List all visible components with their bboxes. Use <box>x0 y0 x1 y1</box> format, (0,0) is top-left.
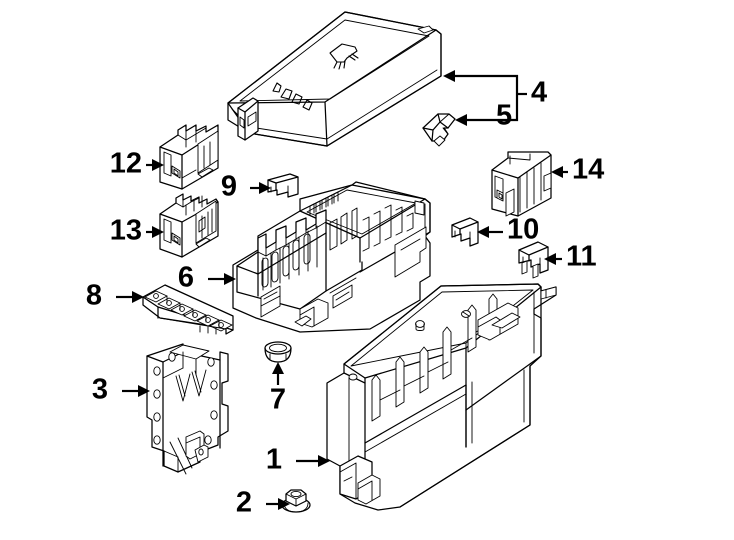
callout-13[interactable]: 13 <box>110 215 164 247</box>
part-relay-connector-upper <box>159 124 219 190</box>
callout-2-label: 2 <box>236 487 252 519</box>
callout-13-arrowhead <box>152 226 164 238</box>
callout-5-label: 5 <box>496 100 512 132</box>
callout-3-label: 3 <box>92 374 108 406</box>
callout-8[interactable]: 8 <box>86 280 144 312</box>
part-blade-fuse-medium <box>451 217 479 247</box>
callout-8-label: 8 <box>86 280 102 312</box>
callout-10-arrowhead <box>477 226 489 238</box>
callout-5-arrowhead <box>455 114 467 126</box>
part-mounting-bracket <box>146 343 229 475</box>
callout-2[interactable]: 2 <box>236 487 290 519</box>
callout-7[interactable]: 7 <box>270 362 286 416</box>
part-flange-nut <box>281 489 311 513</box>
part-fuse-box-upper-cover <box>227 11 442 147</box>
callout-14-label: 14 <box>572 154 604 186</box>
callout-4-leader <box>455 74 519 122</box>
callout-5[interactable]: 5 <box>455 100 512 132</box>
part-relay-module <box>491 151 552 217</box>
callout-11[interactable]: 11 <box>544 241 597 273</box>
part-rubber-grommet-plug <box>264 341 292 363</box>
callout-9[interactable]: 9 <box>221 171 271 203</box>
part-fuse-block-carrier <box>232 181 431 333</box>
cover-embossed-side-marks <box>272 82 313 111</box>
callout-6-label: 6 <box>178 262 194 294</box>
callout-4-arrowhead <box>443 70 455 82</box>
callout-11-arrowhead <box>544 253 556 265</box>
callout-6-arrowhead <box>224 273 236 285</box>
cover-embossed-symbol <box>329 43 359 70</box>
part-relay-connector-lower <box>159 193 219 258</box>
callout-9-label: 9 <box>221 171 237 203</box>
callout-1-label: 1 <box>266 444 282 476</box>
callout-7-arrowhead <box>272 362 284 374</box>
callout-12[interactable]: 12 <box>110 148 164 180</box>
callout-3-arrowhead <box>138 385 150 397</box>
callout-14-arrowhead <box>551 166 563 178</box>
callout-4[interactable]: 4 <box>443 70 547 122</box>
callout-14[interactable]: 14 <box>551 154 604 186</box>
part-fuse-box-lower-housing <box>326 283 557 511</box>
callout-12-label: 12 <box>110 148 142 180</box>
callout-4-label: 4 <box>531 77 547 109</box>
callout-13-label: 13 <box>110 215 142 247</box>
callout-9-arrowhead <box>259 182 271 194</box>
callout-2-arrowhead <box>278 498 290 510</box>
part-cover-latch-clip <box>422 113 456 147</box>
callout-6[interactable]: 6 <box>178 262 236 294</box>
part-multi-fuse-busbar-strip <box>142 284 234 335</box>
callout-1-arrowhead <box>318 455 330 467</box>
part-blade-fuse-large <box>518 241 549 279</box>
callout-1[interactable]: 1 <box>266 444 330 476</box>
callout-10-label: 10 <box>507 214 539 246</box>
callout-10[interactable]: 10 <box>477 214 539 246</box>
callout-7-label: 7 <box>270 384 286 416</box>
callout-12-arrowhead <box>152 159 164 171</box>
callout-3[interactable]: 3 <box>92 374 150 406</box>
part-blade-fuse-small <box>267 173 299 198</box>
callout-8-arrowhead <box>132 291 144 303</box>
callout-11-label: 11 <box>566 241 597 273</box>
